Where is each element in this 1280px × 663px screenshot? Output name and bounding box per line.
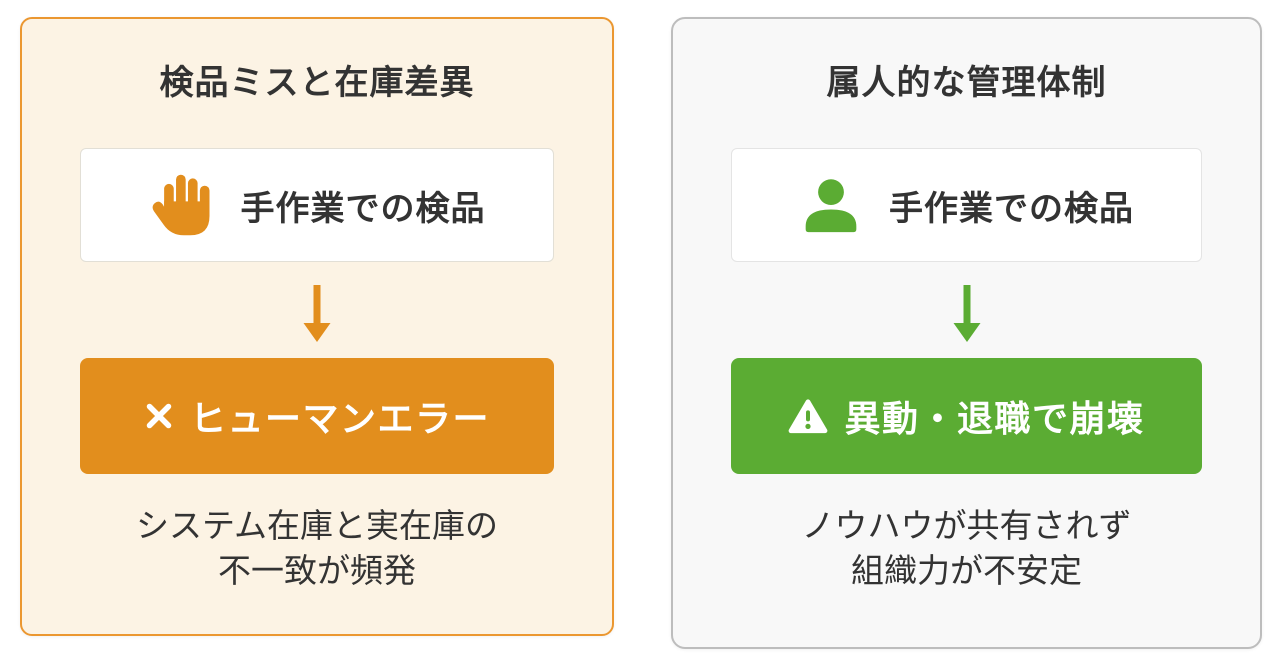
source-label: 手作業での検品 [889,189,1134,228]
card-title: 属人的な管理体制 [826,64,1107,102]
result-label: ヒューマンエラー [189,398,490,439]
caption-line-2: 組織力が不安定 [851,552,1082,589]
caption-line-1: システム在庫と実在庫の [135,507,498,544]
x-mark-icon [144,401,174,431]
result-label: 異動・退職で崩壊 [844,398,1145,439]
caption-line-2: 不一致が頻発 [217,552,416,589]
caption: ノウハウが共有されず 組織力が不安定 [802,503,1132,593]
source-box: 手作業での検品 [80,148,554,262]
warning-icon [788,398,828,435]
down-arrow-icon [299,285,335,343]
problem-card-person-dependent: 属人的な管理体制 手作業での検品 [671,17,1262,649]
source-box: 手作業での検品 [731,148,1202,262]
caption: システム在庫と実在庫の 不一致が頻発 [136,503,498,593]
problem-card-inspection-errors: 検品ミスと在庫差異 手作業での検品 [20,17,614,636]
result-box: ヒューマンエラー [80,358,554,474]
hand-icon [149,170,215,240]
caption-line-1: ノウハウが共有されず [801,507,1132,544]
down-arrow-icon [949,285,985,343]
source-label: 手作業での検品 [240,189,486,228]
person-icon [799,173,863,237]
card-title: 検品ミスと在庫差異 [159,64,475,102]
result-box: 異動・退職で崩壊 [731,358,1202,474]
